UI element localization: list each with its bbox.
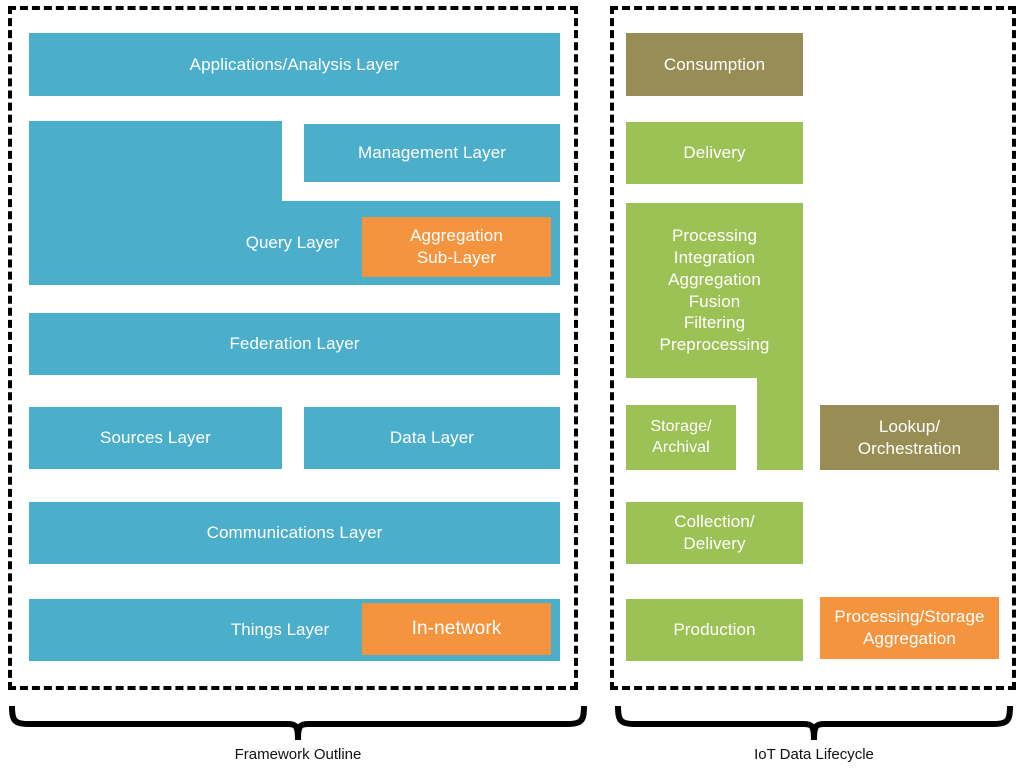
caption-framework-outline: Framework Outline bbox=[234, 746, 362, 763]
framework-outline-bracket bbox=[9, 705, 587, 741]
box-processing-stack[interactable]: Processing Integration Aggregation Fusio… bbox=[626, 203, 803, 378]
box-production[interactable]: Production bbox=[626, 599, 803, 661]
box-data-layer[interactable]: Data Layer bbox=[304, 407, 560, 469]
box-aggregation-sub-layer[interactable]: Aggregation Sub-Layer bbox=[362, 217, 551, 277]
box-delivery[interactable]: Delivery bbox=[626, 122, 803, 184]
box-lookup-orchestration[interactable]: Lookup/ Orchestration bbox=[820, 405, 999, 470]
box-management-layer[interactable]: Management Layer bbox=[304, 124, 560, 182]
box-collection-delivery[interactable]: Collection/ Delivery bbox=[626, 502, 803, 564]
box-communications-layer[interactable]: Communications Layer bbox=[29, 502, 560, 564]
box-things-layer-label: Things Layer bbox=[230, 620, 330, 640]
box-query-layer-label: Query Layer bbox=[245, 233, 340, 253]
box-in-network[interactable]: In-network bbox=[362, 603, 551, 655]
framework-outline-panel bbox=[8, 6, 578, 690]
box-processing-stack-stem[interactable] bbox=[757, 378, 803, 470]
iot-data-lifecycle-panel bbox=[610, 6, 1016, 690]
box-storage-archival[interactable]: Storage/ Archival bbox=[626, 405, 736, 470]
box-sources-layer[interactable]: Sources Layer bbox=[29, 407, 282, 469]
box-consumption[interactable]: Consumption bbox=[626, 33, 803, 96]
caption-iot-data-lifecycle: IoT Data Lifecycle bbox=[754, 746, 874, 763]
box-processing-storage-aggregation[interactable]: Processing/Storage Aggregation bbox=[820, 597, 999, 659]
box-applications-analysis-layer[interactable]: Applications/Analysis Layer bbox=[29, 33, 560, 96]
box-query-layer-stem[interactable] bbox=[29, 121, 282, 201]
iot-data-lifecycle-bracket bbox=[615, 705, 1013, 741]
box-federation-layer[interactable]: Federation Layer bbox=[29, 313, 560, 375]
